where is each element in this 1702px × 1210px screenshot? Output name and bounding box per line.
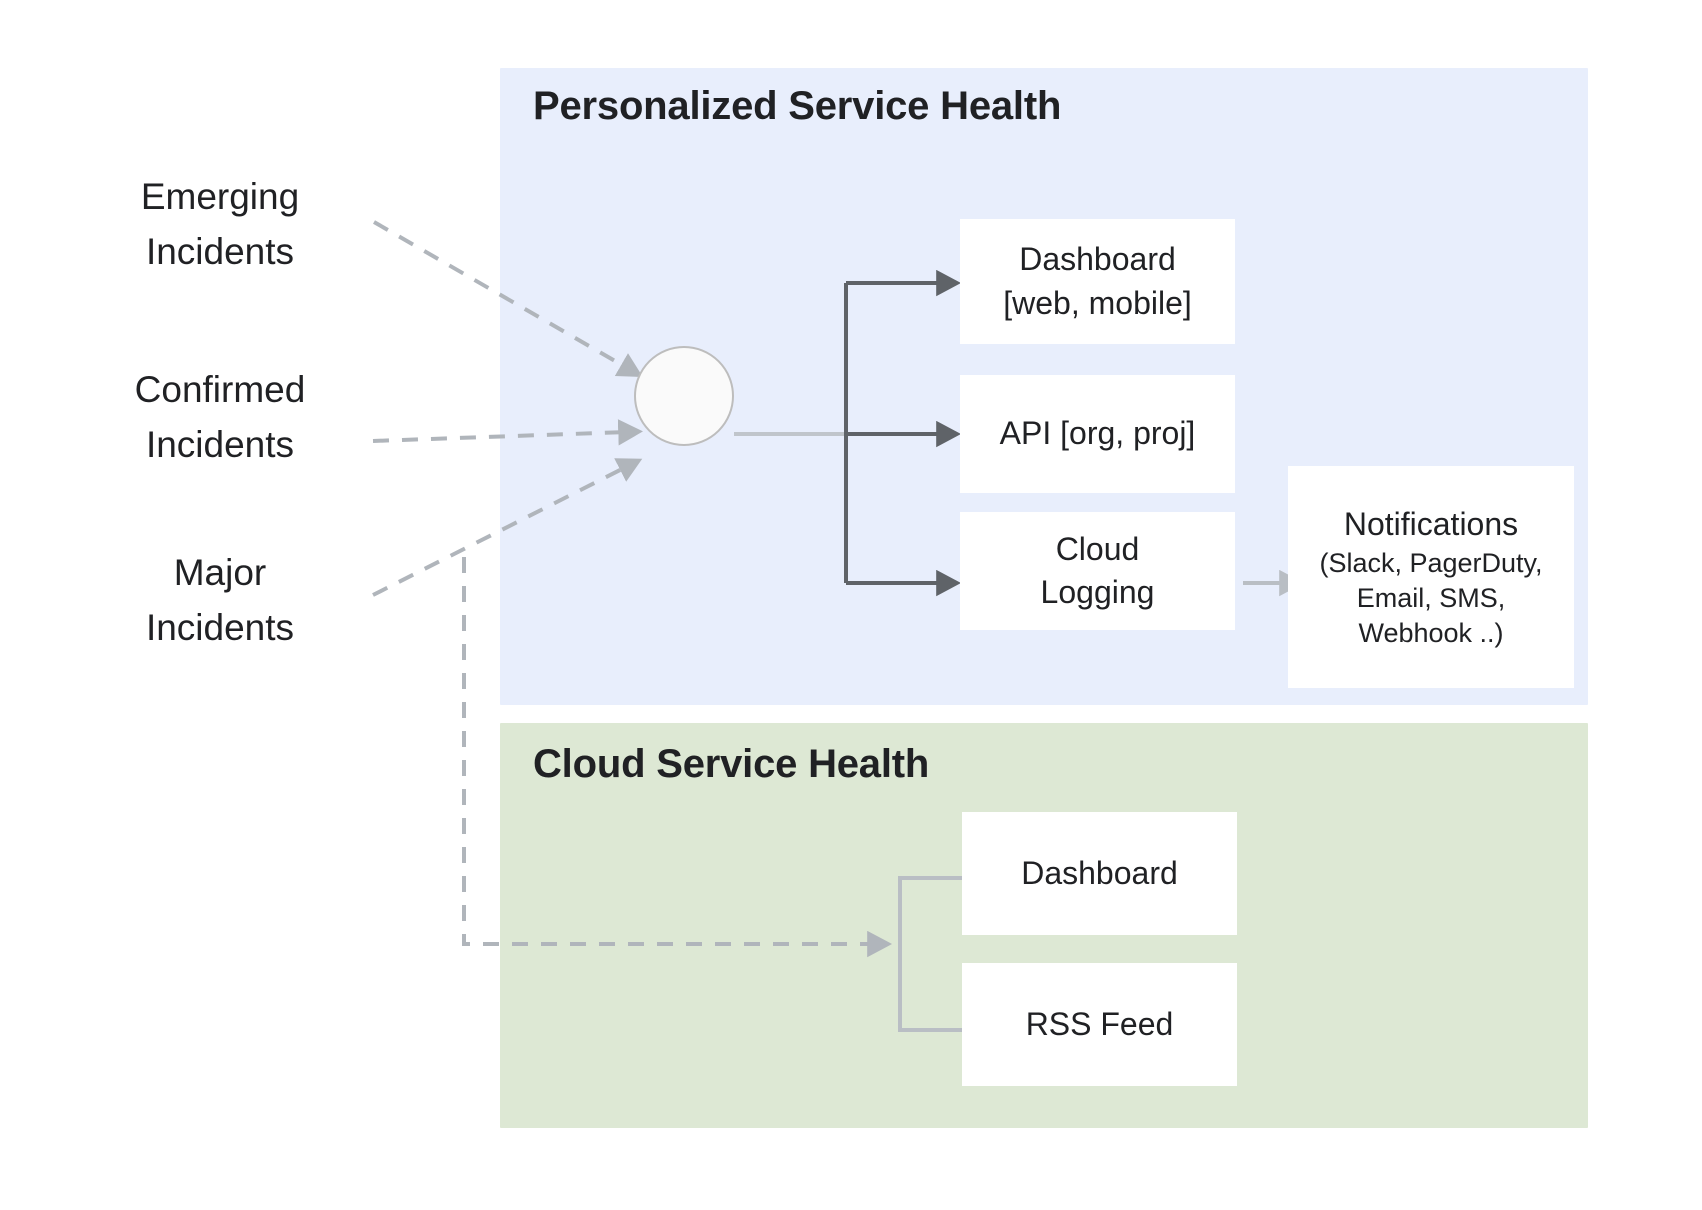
- node-csh-rss-feed[interactable]: RSS Feed: [962, 963, 1237, 1086]
- node-psh-notifications[interactable]: Notifications (Slack, PagerDuty, Email, …: [1288, 466, 1574, 688]
- source-confirmed-incidents: Confirmed Incidents: [134, 369, 306, 465]
- node-psh-api[interactable]: API [org, proj]: [960, 375, 1235, 493]
- node-psh-dashboard-sub: [web, mobile]: [1003, 284, 1192, 321]
- node-csh-rss-feed-title: RSS Feed: [1025, 1005, 1174, 1042]
- node-psh-notifications-title: Notifications: [1343, 505, 1519, 542]
- node-csh-dashboard[interactable]: Dashboard: [962, 812, 1237, 935]
- aggregation-hub[interactable]: [634, 346, 734, 446]
- source-major-incidents: Major Incidents: [145, 552, 295, 648]
- node-csh-dashboard-title: Dashboard: [1021, 854, 1178, 891]
- node-psh-cloud-logging[interactable]: Cloud Logging: [960, 512, 1235, 630]
- node-psh-notifications-sub: (Slack, PagerDuty, Email, SMS, Webhook .…: [1319, 547, 1543, 649]
- node-psh-cloud-logging-title: Cloud: [1055, 530, 1140, 567]
- panel-title-personalized-service-health: Personalized Service Health: [533, 84, 1062, 128]
- node-psh-api-title: API [org, proj]: [999, 415, 1196, 452]
- node-psh-cloud-logging-sub: Logging: [1040, 574, 1155, 610]
- node-psh-dashboard-title: Dashboard: [1019, 241, 1176, 278]
- source-emerging-incidents: Emerging Incidents: [140, 176, 300, 272]
- node-psh-dashboard[interactable]: Dashboard [web, mobile]: [960, 219, 1235, 344]
- panel-title-cloud-service-health: Cloud Service Health: [533, 742, 930, 786]
